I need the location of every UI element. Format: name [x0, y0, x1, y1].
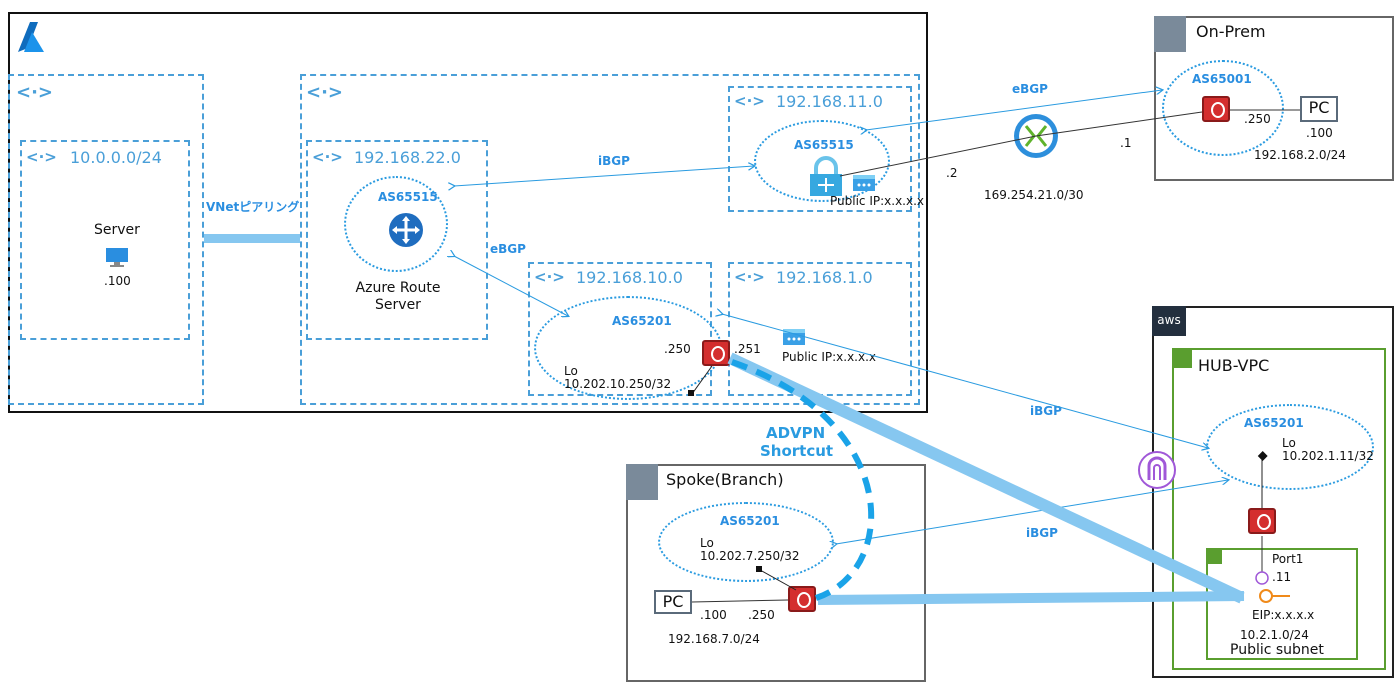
route-server-icon — [389, 213, 423, 247]
onprem-pc-ip: .100 — [1306, 126, 1333, 140]
vnet-peering-link — [204, 234, 300, 243]
onprem-link-subnet: 169.254.21.0/30 — [984, 188, 1084, 202]
onprem-ip-250: .250 — [1244, 112, 1271, 126]
fortigate-spoke-icon — [788, 586, 816, 612]
hub-vpc-title: HUB-VPC — [1198, 356, 1270, 375]
subnet-22 — [306, 140, 488, 340]
fw-azure-asn: AS65201 — [612, 314, 672, 328]
vnet-peering-label: VNetピアリング — [206, 200, 300, 214]
spoke-fw-ip: .250 — [748, 608, 775, 622]
public-ip-icon-2 — [783, 329, 805, 345]
fw-azure-lo-label: Lo — [564, 364, 578, 378]
vpc-icon — [1172, 348, 1192, 368]
server-vm-icon — [106, 248, 128, 267]
spoke-lo-label: Lo — [700, 536, 714, 550]
public-ip-icon — [853, 175, 875, 191]
subnet-1-cidr: 192.168.1.0 — [776, 268, 873, 287]
vnet-hub-icon: <·> — [306, 82, 344, 103]
aws-port: Port1 — [1272, 552, 1304, 566]
route-server-name-2: Server — [375, 297, 421, 313]
spoke-building-icon — [626, 464, 658, 500]
fw-azure-public-ip: Public IP:x.x.x.x — [782, 350, 876, 364]
vpngw-asn: AS65515 — [794, 138, 854, 152]
fw-azure-ip-250: .250 — [664, 342, 691, 356]
aws-asn: AS65201 — [1244, 416, 1304, 430]
ebgp-mid-label: eBGP — [490, 242, 526, 256]
onprem-asn: AS65001 — [1192, 72, 1252, 86]
transit-gateway-icon — [1138, 451, 1176, 489]
aws-subnet: 10.2.1.0/24 — [1240, 628, 1309, 642]
subnet-left-cidr: 10.0.0.0/24 — [70, 148, 162, 167]
spoke-subnet: 192.168.7.0/24 — [668, 632, 760, 646]
ibgp-right-label: iBGP — [1030, 404, 1062, 418]
ebgp-onprem-label: eBGP — [1012, 82, 1048, 96]
aws-logo: aws — [1152, 306, 1186, 336]
vpn-gateway-lock-icon — [810, 156, 842, 196]
route-server-name-1: Azure Route — [355, 280, 441, 296]
advpn-label-2: Shortcut — [760, 442, 834, 460]
aws-lo-ip: 10.202.1.11/32 — [1282, 449, 1374, 463]
route-server-asn: AS65515 — [378, 190, 438, 204]
aws-port-ip: .11 — [1272, 570, 1292, 584]
subnet-icon: <·> — [26, 148, 57, 166]
onprem-title: On-Prem — [1196, 22, 1266, 41]
spoke-pc: PC — [654, 590, 692, 614]
vnet-hub — [300, 74, 920, 405]
onprem-link-ip-1: .1 — [1120, 136, 1132, 150]
fortigate-azure-icon — [702, 340, 730, 366]
subnet-1-icon: <·> — [734, 268, 765, 286]
onprem-link-ip-2: .2 — [946, 166, 958, 180]
building-icon — [1154, 16, 1186, 52]
advpn-label-1: ADVPN — [766, 424, 826, 442]
spoke-pc-ip: .100 — [700, 608, 727, 622]
vpngw-public-ip: Public IP:x.x.x.x — [830, 194, 924, 208]
ibgp-top-label: iBGP — [598, 154, 630, 168]
subnet-10-icon: <·> — [534, 268, 565, 286]
route-server-bgp-domain — [344, 176, 448, 272]
subnet-22-cidr: 192.168.22.0 — [354, 148, 461, 167]
fortigate-aws-icon — [1248, 508, 1276, 534]
vnet-left — [8, 74, 204, 405]
fortigate-onprem-icon — [1202, 96, 1230, 122]
fw-azure-lo-ip: 10.202.10.250/32 — [564, 377, 672, 391]
server-ip: .100 — [104, 274, 131, 288]
aws-eip: EIP:x.x.x.x — [1252, 608, 1315, 622]
subnet-11-cidr: 192.168.11.0 — [776, 92, 883, 111]
aws-subnet-name: Public subnet — [1230, 642, 1324, 658]
azure-logo-icon — [18, 22, 44, 52]
subnet-left — [20, 140, 190, 340]
server-label: Server — [94, 222, 140, 238]
fw-azure-ip-251: .251 — [734, 342, 761, 356]
spoke-asn: AS65201 — [720, 514, 780, 528]
subnet-11-icon: <·> — [734, 92, 765, 110]
subnet-lock-icon — [1206, 548, 1222, 564]
spoke-title: Spoke(Branch) — [666, 470, 784, 489]
onprem-subnet: 192.168.2.0/24 — [1254, 148, 1346, 162]
vpn-connection-icon — [1014, 114, 1058, 158]
subnet-10-cidr: 192.168.10.0 — [576, 268, 683, 287]
aws-lo-label: Lo — [1282, 436, 1296, 450]
onprem-pc: PC — [1300, 96, 1338, 122]
ibgp-lower-label: iBGP — [1026, 526, 1058, 540]
spoke-lo-ip: 10.202.7.250/32 — [700, 549, 800, 563]
subnet-22-icon: <·> — [312, 148, 343, 166]
vnet-icon: <·> — [16, 82, 54, 103]
